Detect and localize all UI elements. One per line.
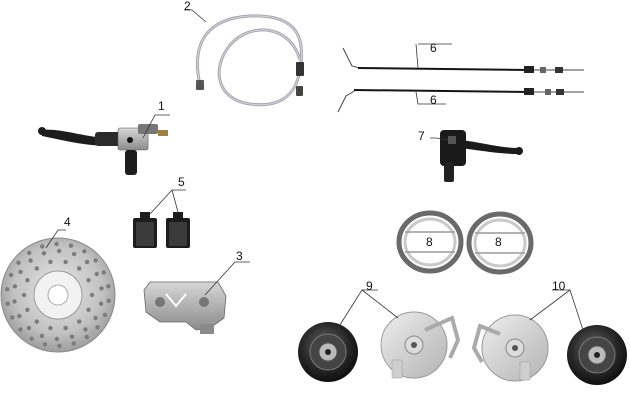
lever-assembly (440, 130, 523, 182)
disc-vent-hole (25, 278, 30, 283)
disc-vent-hole (94, 271, 99, 277)
disc-vent-hole (83, 327, 88, 332)
disc-vent-hole (69, 334, 75, 339)
callout-6b: 6 (430, 93, 437, 107)
callout-8a: 8 (426, 235, 433, 249)
leader-lines (45, 9, 584, 331)
callout-9: 9 (366, 279, 373, 293)
disc-vent-hole (18, 269, 23, 275)
disc-vent-hole (82, 249, 87, 254)
disc-vent-hole (48, 325, 53, 331)
control-cable-lower (337, 88, 584, 113)
disc-vent-hole (98, 301, 104, 306)
disc-vent-hole (40, 244, 45, 249)
disc-vent-hole (68, 243, 74, 248)
disc-vent-hole (84, 334, 90, 340)
disc-vent-hole (48, 259, 53, 265)
disc-vent-hole (106, 298, 111, 303)
disc-vent-hole (29, 336, 34, 341)
disc-vent-hole (21, 292, 27, 298)
brake-lever-master-cylinder (38, 124, 168, 175)
disc-vent-hole (41, 251, 47, 256)
disc-vent-hole (56, 248, 62, 254)
disc-vent-hole (57, 343, 62, 349)
disc-vent-hole (42, 342, 48, 347)
disc-vent-hole (28, 258, 33, 263)
callout-1: 1 (158, 99, 165, 113)
brake-plate-right (471, 314, 549, 382)
brake-disc (0, 237, 116, 353)
disc-vent-hole (77, 266, 82, 271)
disc-vent-hole (54, 336, 60, 342)
disc-vent-hole (5, 301, 10, 306)
disc-vent-hole (16, 260, 21, 265)
disc-vent-hole (71, 341, 77, 346)
callout-3: 3 (236, 249, 243, 263)
disc-vent-hole (34, 266, 39, 271)
disc-vent-hole (89, 292, 95, 298)
disc-vent-hole (39, 333, 45, 339)
brake-pad-right (166, 212, 190, 248)
disc-vent-hole (101, 270, 107, 275)
disc-vent-hole (63, 259, 68, 265)
brake-plate-left (380, 311, 461, 379)
disc-vent-hole (8, 272, 14, 278)
disc-vent-hole (17, 313, 22, 319)
disc-vent-hole (63, 325, 68, 331)
disc-vent-hole (26, 325, 32, 331)
callout-4: 4 (64, 215, 71, 229)
brake-hose (195, 14, 304, 107)
brake-shoes-left (396, 210, 464, 274)
disc-vent-hole (12, 299, 17, 304)
callout-2: 2 (184, 0, 191, 13)
disc-vent-hole (25, 307, 30, 312)
disc-vent-hole (54, 241, 59, 247)
disc-vent-hole (5, 287, 10, 292)
callout-5: 5 (178, 175, 185, 189)
disc-vent-hole (99, 286, 104, 291)
disc-vent-hole (77, 319, 82, 324)
control-cable-upper (342, 47, 584, 73)
disc-vent-hole (95, 325, 100, 330)
disc-vent-hole (102, 312, 108, 318)
disc-vent-hole (18, 327, 23, 332)
disc-vent-hole (93, 315, 98, 321)
disc-vent-hole (10, 315, 15, 320)
brake-pad-left (133, 212, 157, 248)
callout-7: 7 (418, 129, 425, 143)
disc-vent-hole (34, 319, 39, 324)
disc-vent-hole (12, 284, 18, 289)
callout-8b: 8 (495, 235, 502, 249)
brake-shoes-right (466, 211, 534, 275)
disc-vent-hole (84, 259, 90, 265)
callout-10: 10 (552, 279, 566, 293)
brake-caliper (143, 281, 227, 334)
disc-vent-hole (106, 284, 111, 289)
disc-vent-hole (86, 307, 91, 312)
disc-vent-hole (93, 258, 98, 263)
wheel-hub-left (298, 322, 358, 382)
disc-vent-hole (27, 250, 32, 256)
disc-vent-hole (71, 251, 77, 257)
callout-6a: 6 (430, 41, 437, 55)
disc-vent-hole (86, 278, 91, 283)
wheel-hub-right (567, 325, 627, 385)
